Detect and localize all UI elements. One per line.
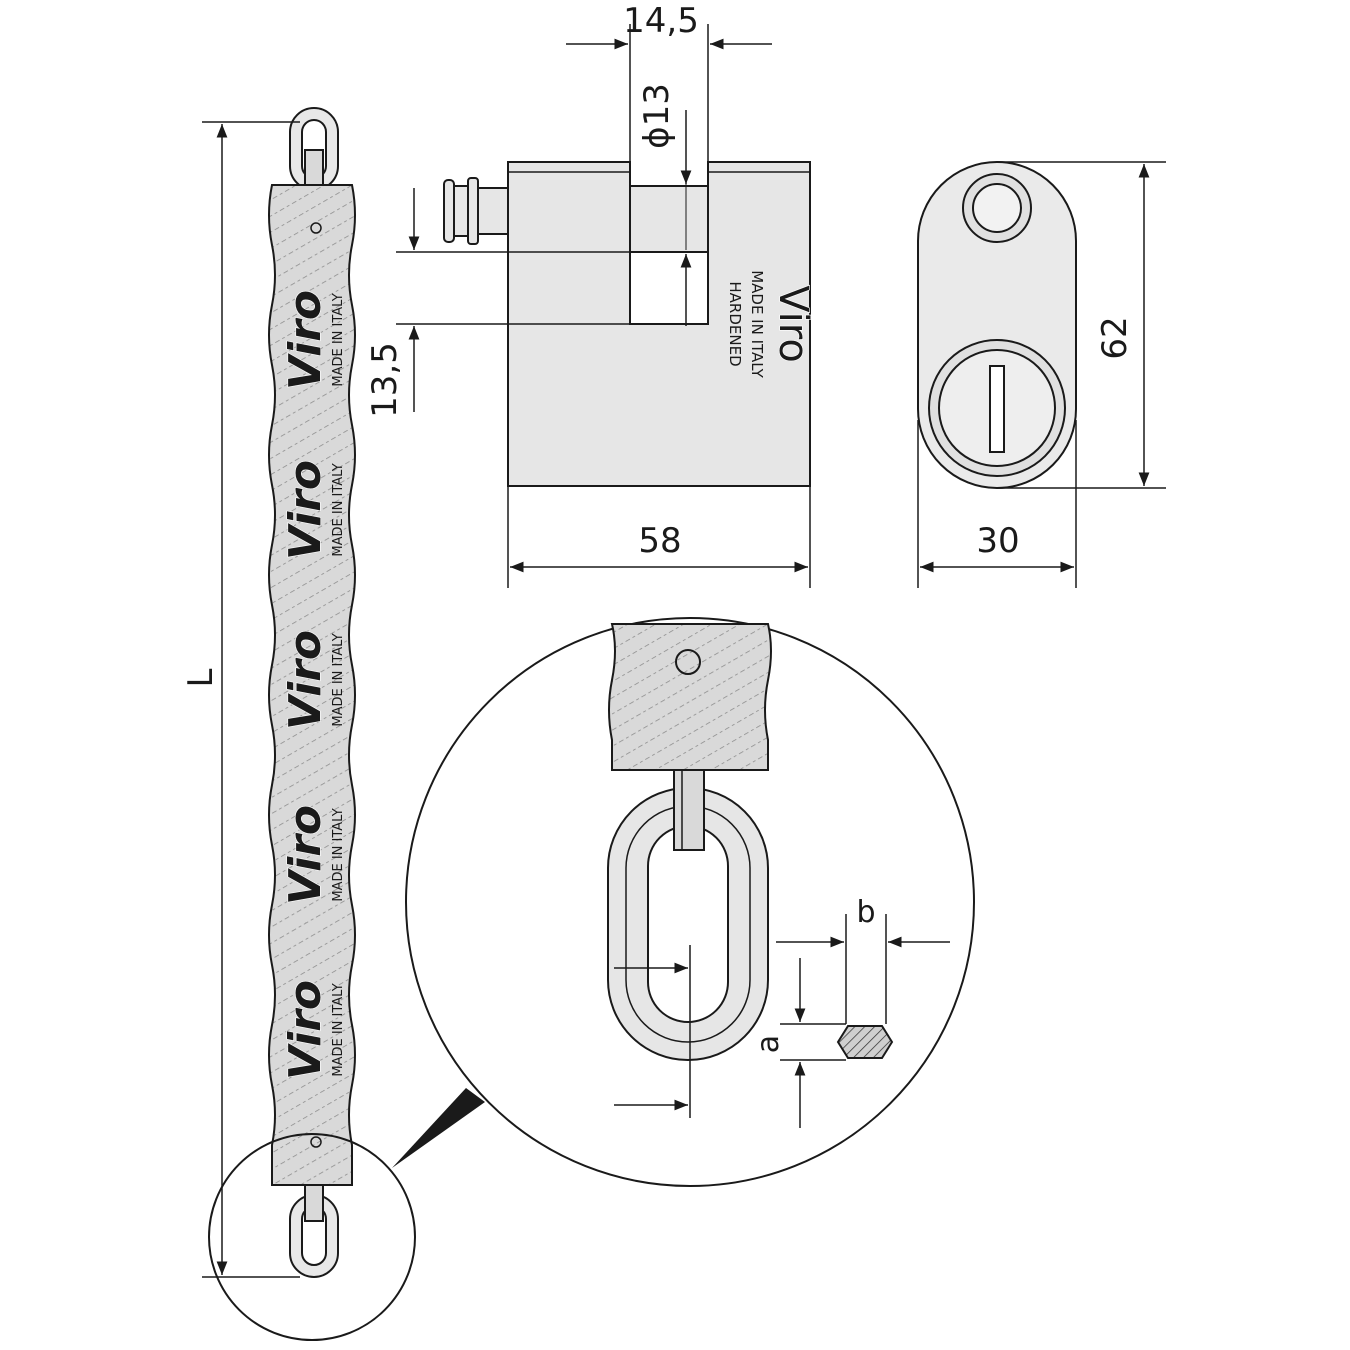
sleeve-marking-5: Viro MADE IN ITALY — [279, 979, 346, 1080]
sleeve-text: MADE IN ITALY — [331, 808, 346, 901]
padlock-text-1: MADE IN ITALY — [748, 270, 766, 378]
chain-bottom-link — [289, 1184, 339, 1278]
dim-link-thickness: a — [751, 1035, 786, 1053]
detail-callout-circle — [208, 1133, 416, 1341]
callout-pointer — [392, 1088, 485, 1168]
sleeve-marking-4: Viro MADE IN ITALY — [279, 804, 346, 905]
link-cross-section — [836, 1025, 894, 1059]
chain-view: Viro MADE IN ITALY Viro MADE IN ITALY Vi… — [181, 107, 416, 1341]
padlock-text-2: HARDENED — [726, 281, 744, 366]
chain-top-link — [289, 107, 339, 191]
dim-shackle-clearance: 13,5 — [365, 342, 405, 418]
dim-body-depth: 30 — [976, 521, 1019, 561]
dim-body-width: 58 — [638, 521, 681, 561]
sleeve-brand: Viro — [280, 460, 331, 560]
sleeve-text: MADE IN ITALY — [331, 293, 346, 386]
padlock-brand: Viro — [770, 285, 816, 363]
sleeve-brand: Viro — [280, 980, 331, 1080]
sleeve-marking-3: Viro MADE IN ITALY — [279, 629, 346, 730]
dim-shackle-width: 14,5 — [623, 1, 699, 41]
locking-pin — [443, 177, 509, 245]
sleeve-brand: Viro — [280, 805, 331, 905]
dim-body-height: 62 — [1095, 316, 1135, 359]
sleeve-text: MADE IN ITALY — [331, 983, 346, 1076]
sleeve-text: MADE IN ITALY — [331, 463, 346, 556]
sleeve-text: MADE IN ITALY — [331, 633, 346, 726]
keyway-icon — [989, 365, 1005, 453]
dim-shackle-diameter: ϕ13 — [637, 83, 677, 149]
sleeve-brand: Viro — [280, 290, 331, 390]
dim-link-width: b — [856, 895, 875, 930]
padlock-front-view: Viro MADE IN ITALY HARDENED 14,5 ϕ13 13,… — [365, 1, 817, 588]
padlock-side-view: 62 30 — [917, 161, 1166, 588]
detail-view: b a — [405, 617, 975, 1187]
sleeve-marking-2: Viro MADE IN ITALY — [279, 459, 346, 560]
padlock-marking: Viro MADE IN ITALY HARDENED — [726, 270, 817, 378]
sleeve-marking-1: Viro MADE IN ITALY — [279, 289, 346, 390]
detail-sleeve — [608, 623, 772, 771]
sleeve-brand: Viro — [280, 630, 331, 730]
dim-length: L — [181, 668, 221, 687]
chain-sleeve — [268, 184, 356, 1186]
